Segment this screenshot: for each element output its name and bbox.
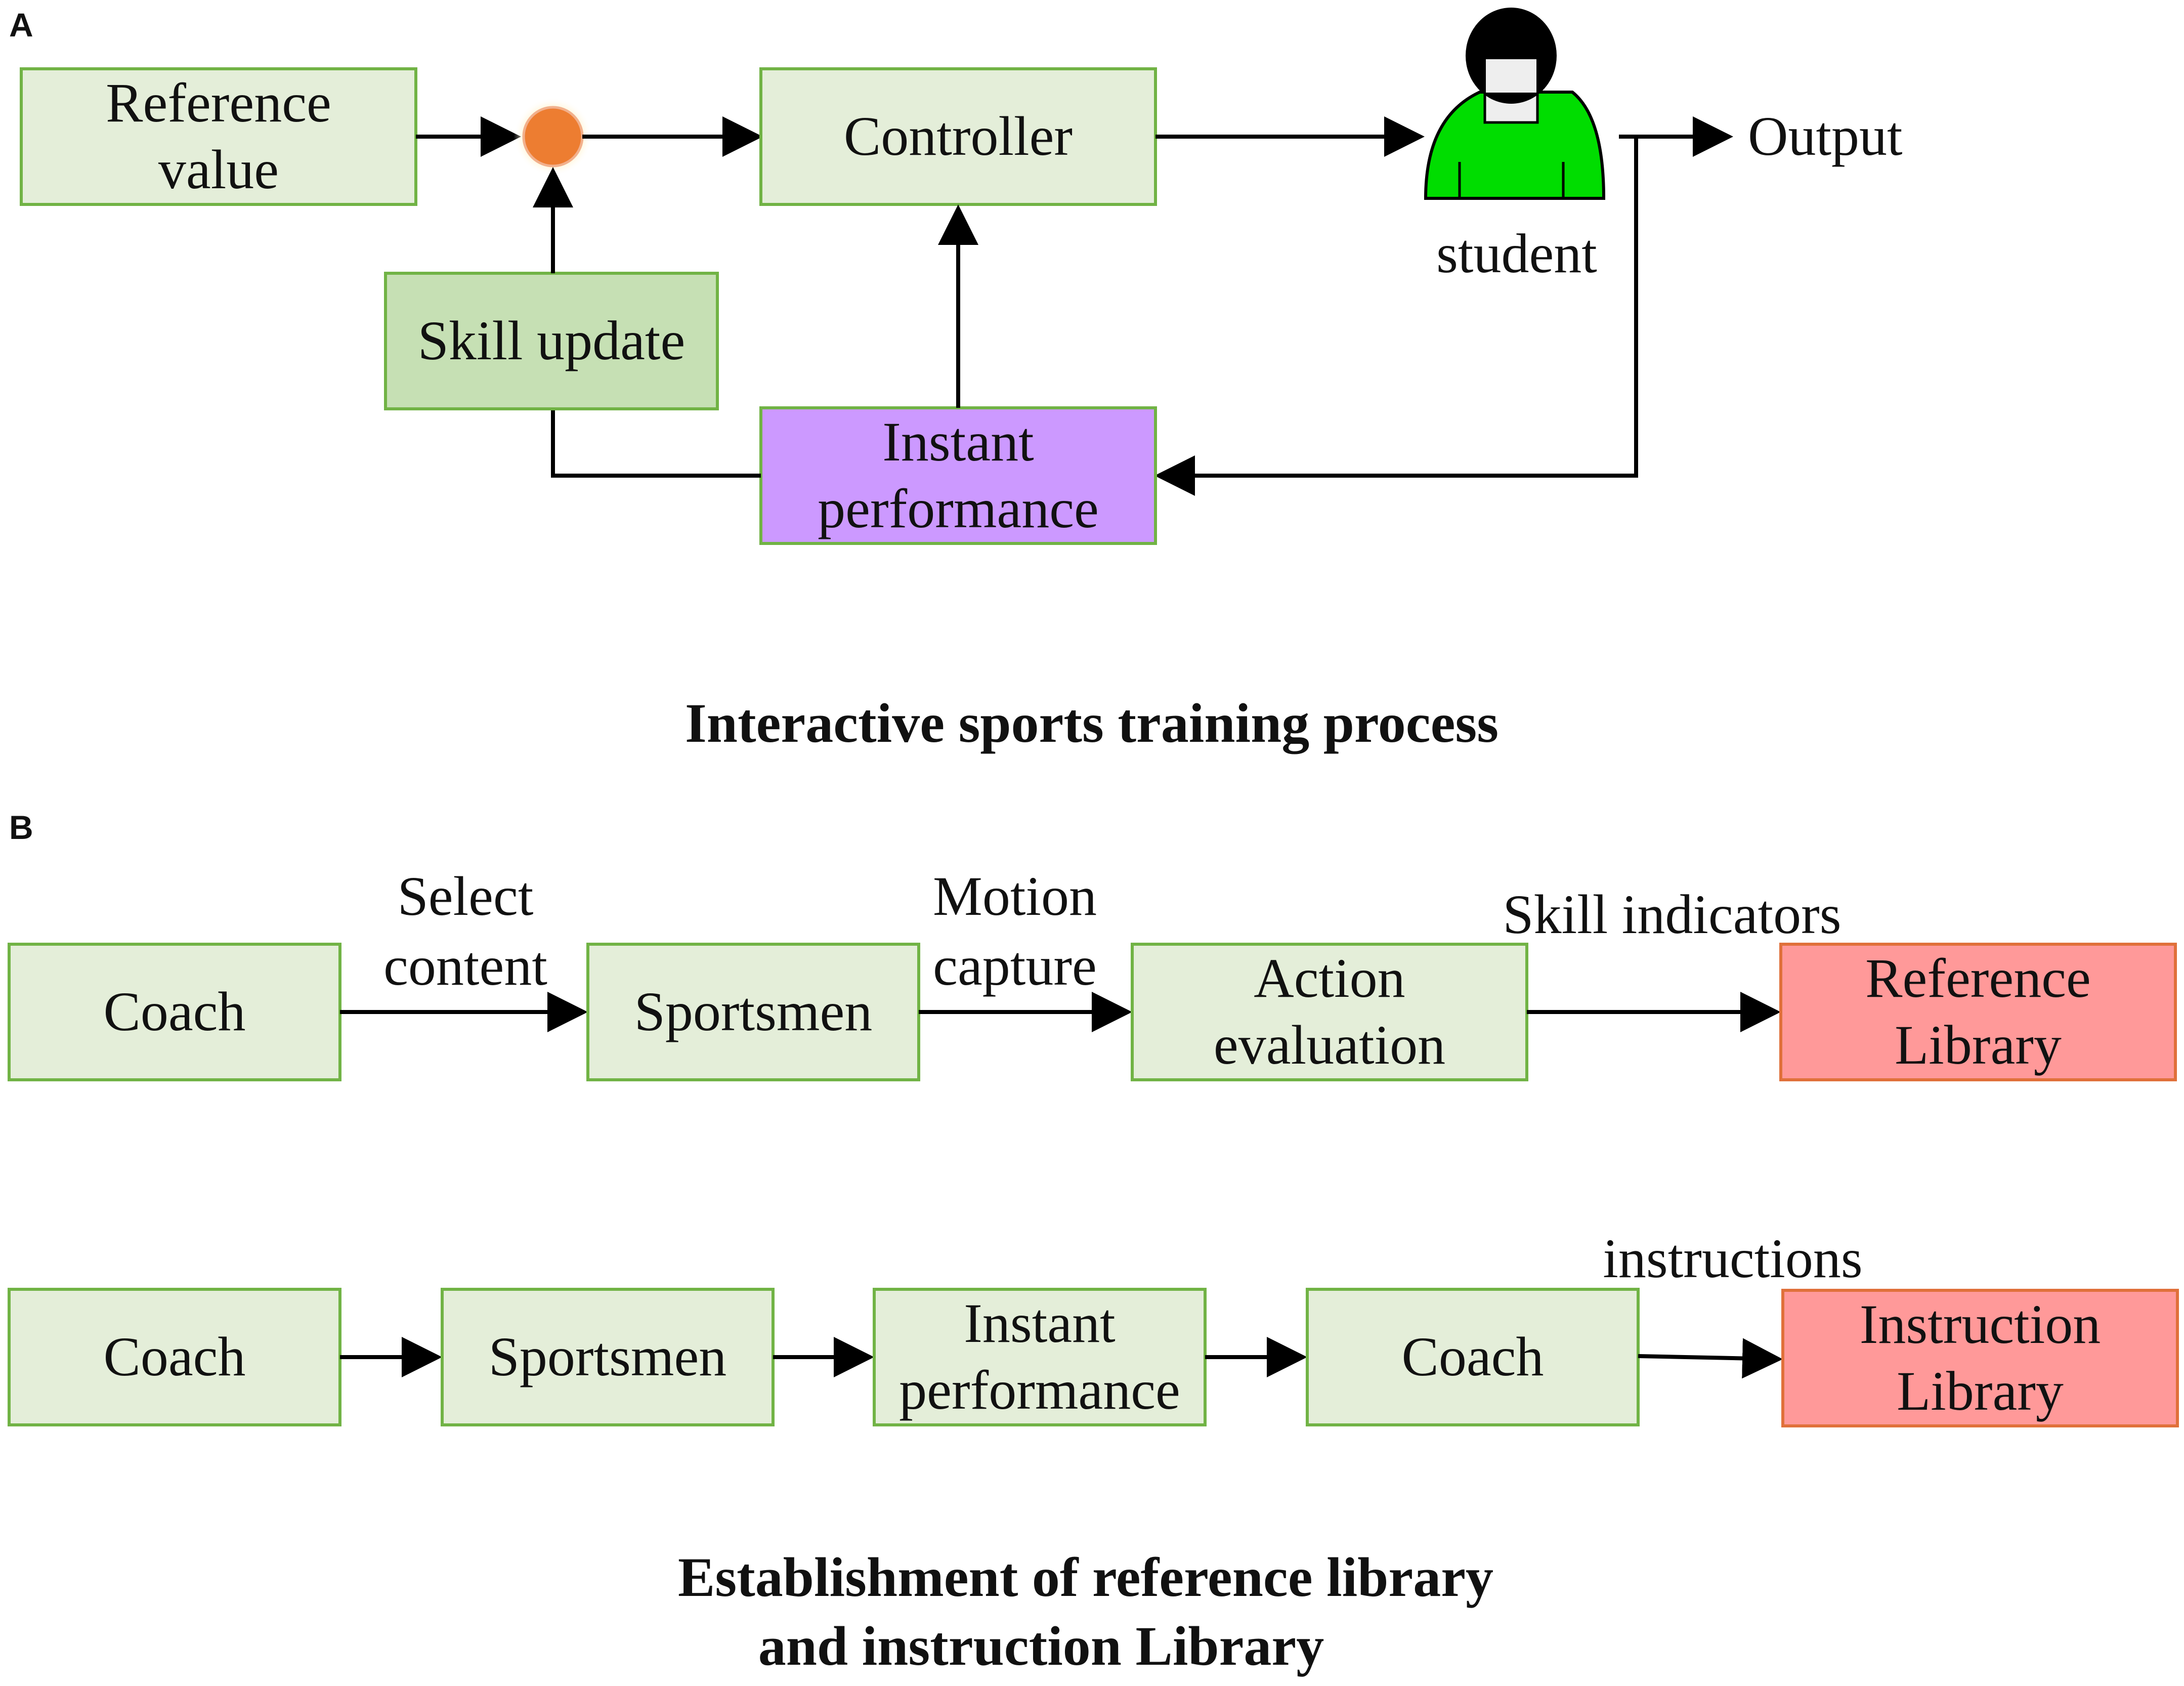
action-evaluation-label-line2: evaluation: [1214, 1014, 1445, 1076]
instruction-library-label-line2: Library: [1897, 1360, 2064, 1422]
panel-b-caption-line1: Establishment of reference library: [678, 1546, 1493, 1608]
skill-update-label: Skill update: [418, 310, 686, 371]
row2-coach-start-box: Coach: [8, 1288, 341, 1426]
motion-capture-label-line2: capture: [933, 935, 1097, 997]
reference-value-label-line1: Reference: [106, 72, 331, 134]
output-label: Output: [1748, 105, 1903, 167]
student-icon: [1424, 8, 1606, 200]
controller-box: Controller: [759, 67, 1157, 206]
row1-coach-label: Coach: [103, 981, 245, 1042]
action-evaluation-label-line1: Action: [1254, 947, 1405, 1009]
panel-a-caption: Interactive sports training process: [685, 692, 1498, 754]
summing-junction-icon: [513, 97, 592, 176]
row2-coach-end-label: Coach: [1401, 1326, 1544, 1387]
arrow-output-feedback-to-instant-performance: [1154, 137, 1638, 496]
reference-value-box: Reference value: [20, 67, 417, 206]
row2-coach-end-box: Coach: [1306, 1288, 1640, 1426]
row2-instant-performance-label-line1: Instant: [964, 1292, 1115, 1354]
instant-performance-label-line1: Instant: [882, 411, 1034, 473]
skill-indicators-label: Skill indicators: [1503, 883, 1841, 945]
select-content-label-line1: Select: [398, 865, 534, 927]
row2-sportsmen-label: Sportsmen: [489, 1326, 727, 1387]
row2-instant-performance-label-line2: performance: [899, 1359, 1180, 1421]
motion-capture-label-line1: Motion: [933, 865, 1097, 927]
row1-sportsmen-box: Sportsmen: [586, 943, 920, 1081]
instruction-library-box: Instruction Library: [1781, 1289, 2179, 1427]
instruction-library-label-line1: Instruction: [1860, 1293, 2101, 1355]
row2-instant-performance-box: Instant performance: [873, 1288, 1207, 1426]
reference-value-label-line2: value: [158, 139, 279, 200]
reference-library-label-line1: Reference: [1865, 947, 2091, 1009]
select-content-label-line2: content: [383, 935, 547, 997]
arrow-coach-to-instruction-library: [1638, 1338, 1783, 1379]
instructions-label: instructions: [1603, 1228, 1862, 1289]
controller-label: Controller: [844, 105, 1073, 167]
reference-library-label-line2: Library: [1895, 1014, 2062, 1076]
row2-coach-start-label: Coach: [103, 1326, 245, 1387]
action-evaluation-box: Action evaluation: [1131, 943, 1528, 1081]
instant-performance-box: Instant performance: [759, 406, 1157, 545]
instant-performance-label-line2: performance: [818, 478, 1099, 539]
panel-a-letter: A: [9, 6, 33, 44]
line-instant-performance-to-skill-update: [551, 409, 761, 478]
panel-b-caption-line2: and instruction Library: [758, 1615, 1324, 1677]
row1-coach-box: Coach: [8, 943, 341, 1081]
skill-update-box: Skill update: [384, 272, 719, 410]
student-label: student: [1436, 223, 1597, 284]
reference-library-box: Reference Library: [1779, 943, 2177, 1081]
panel-b-letter: B: [9, 809, 33, 846]
row2-sportsmen-box: Sportsmen: [441, 1288, 775, 1426]
row1-sportsmen-label: Sportsmen: [634, 981, 873, 1042]
